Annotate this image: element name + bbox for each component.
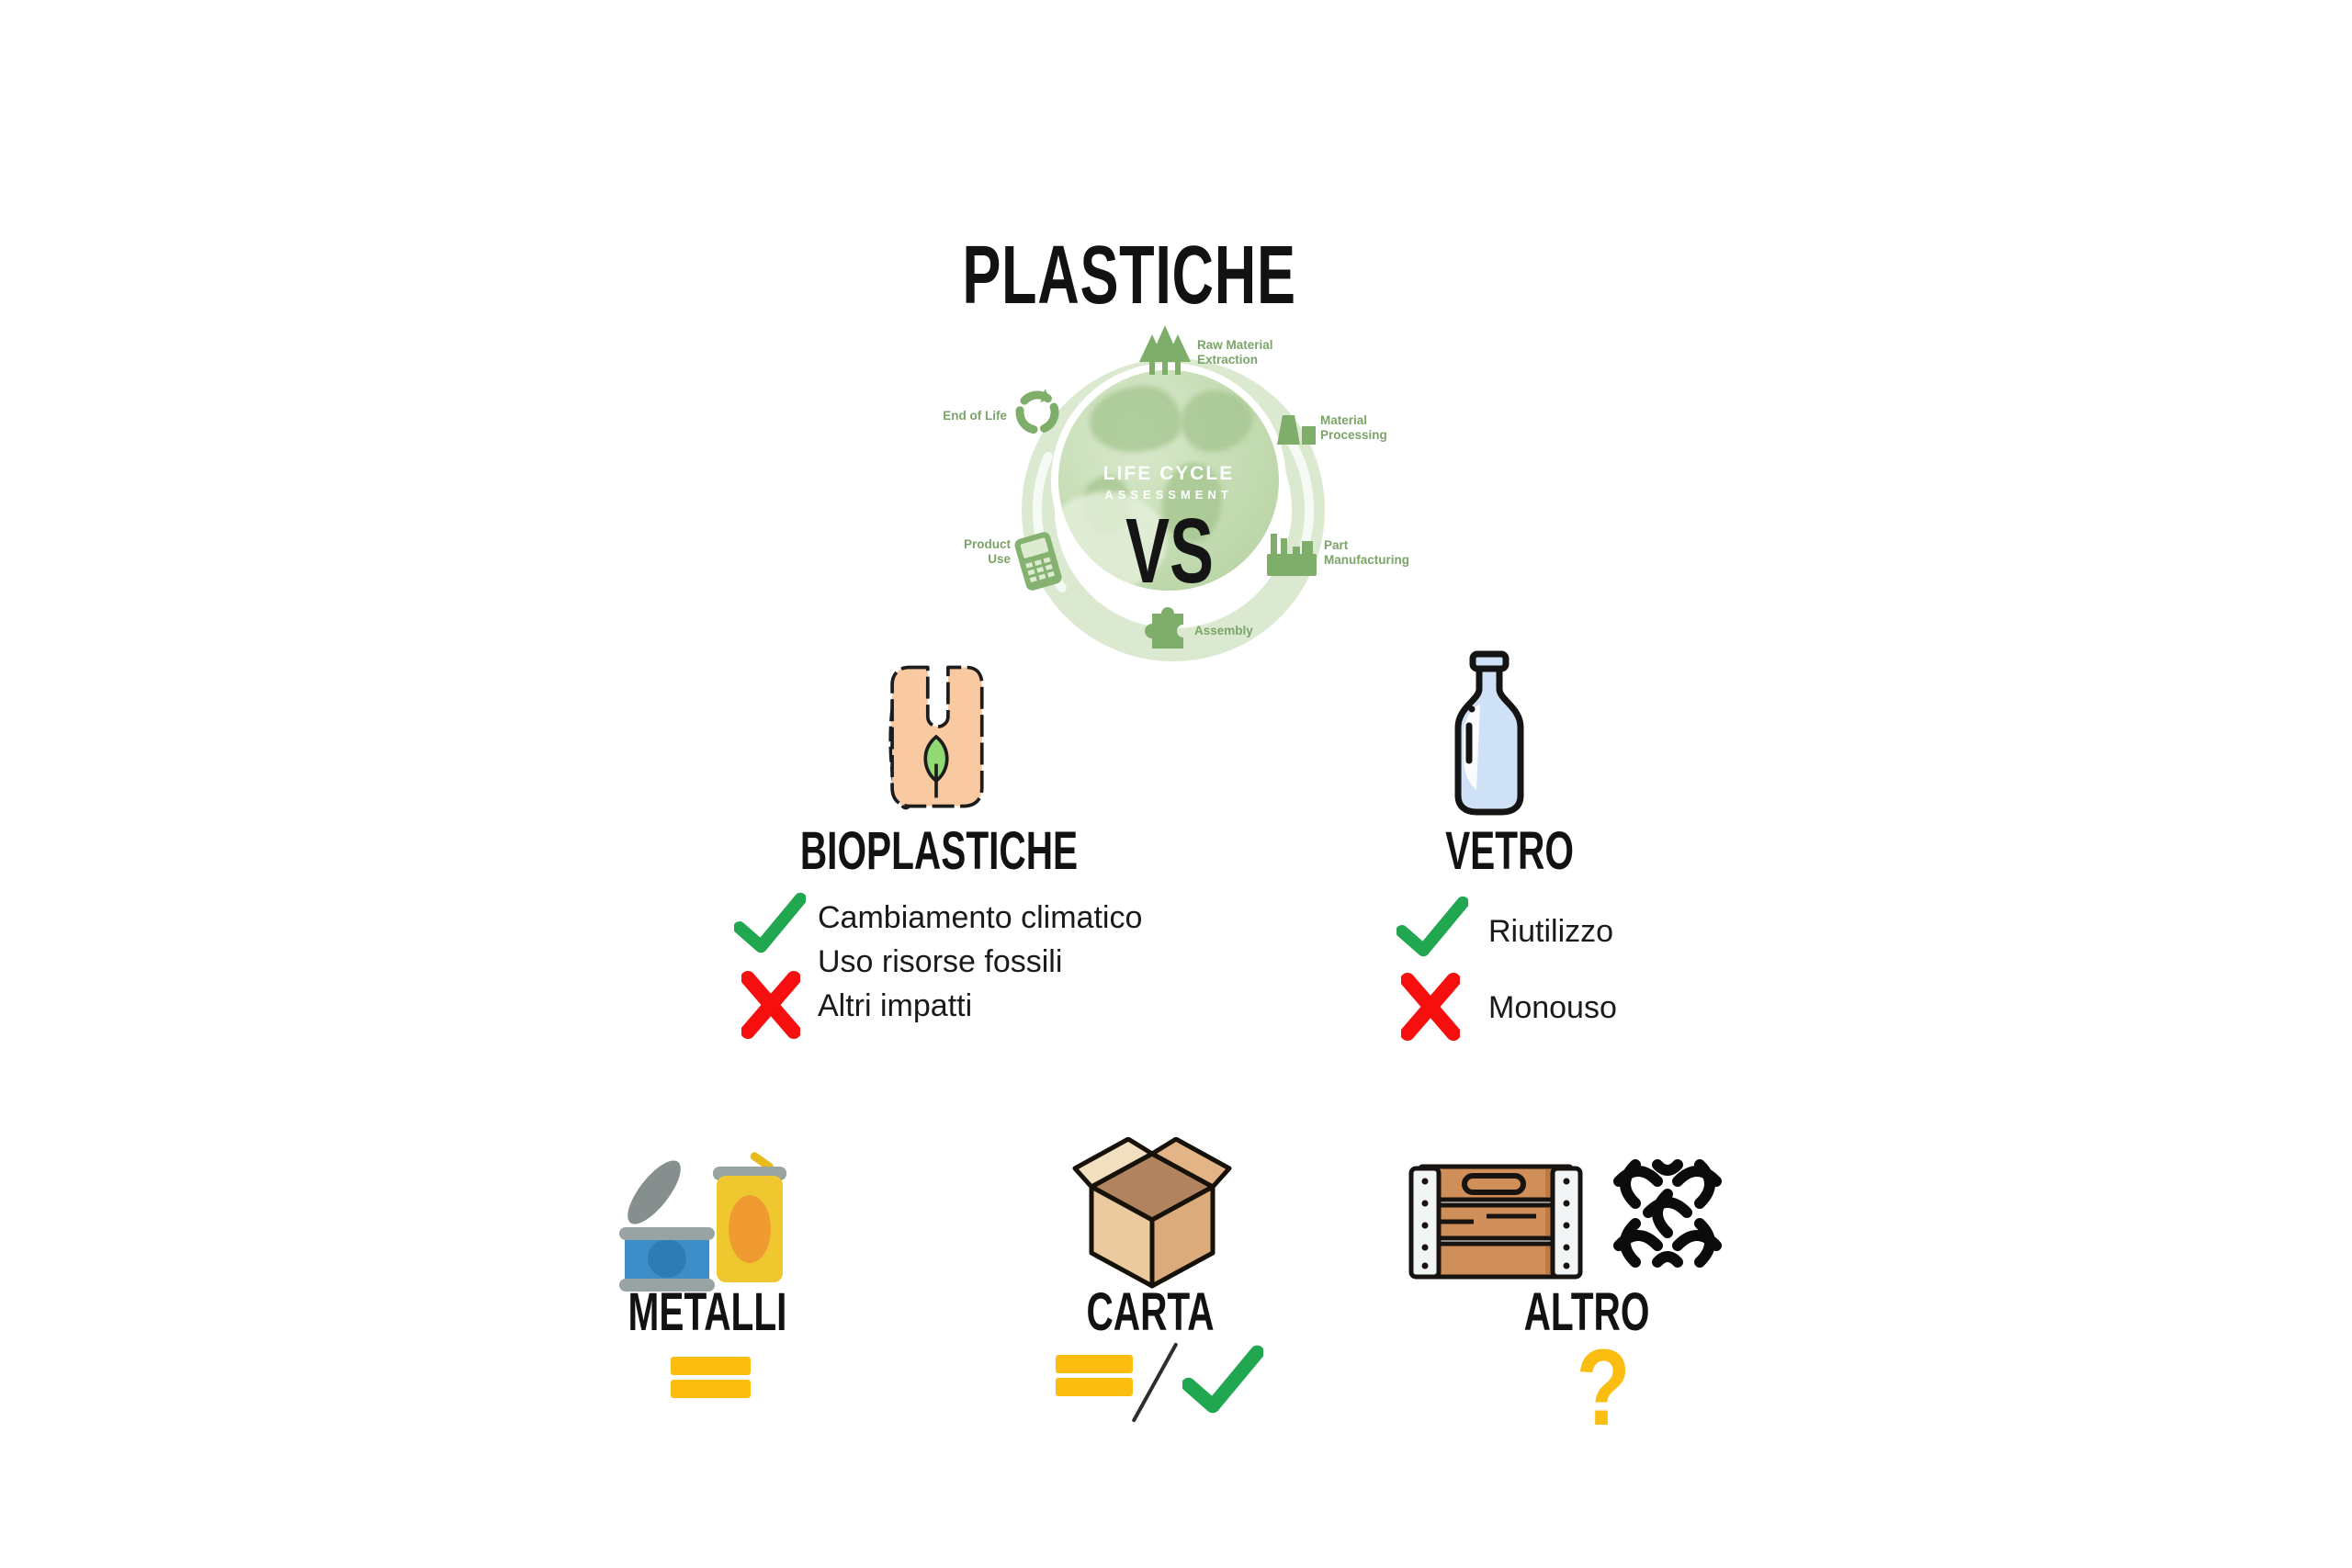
glass-bottle-icon <box>1454 650 1524 816</box>
lca-stage-label-material-processing: Material Processing <box>1320 413 1387 442</box>
mobile-phone-icon <box>1014 532 1062 591</box>
lca-center-subtitle: ASSESSMENT <box>1104 488 1233 502</box>
manufacturing-plant-icon <box>1267 534 1317 576</box>
lca-stage-label-raw-material: Raw Material Extraction <box>1197 338 1273 367</box>
factory-icon <box>1277 415 1316 445</box>
metal-cans-icon <box>619 1152 786 1292</box>
lca-stage-label-assembly: Assembly <box>1194 624 1253 637</box>
globe-continent <box>1182 389 1253 452</box>
lca-stage-label-part-manufacturing: Part Manufacturing <box>1324 538 1409 567</box>
bioplastic-bag-icon <box>888 665 984 810</box>
section-title-carta: CARTA <box>1086 1282 1215 1342</box>
section-title-vetro: VETRO <box>1445 821 1574 881</box>
globe-continent <box>1161 462 1222 543</box>
vetro-con: Monouso <box>1488 990 1617 1025</box>
check-icon <box>734 892 806 953</box>
check-icon <box>1396 896 1468 957</box>
page-title: PLASTICHE <box>962 230 1296 321</box>
vetro-pro: Riutilizzo <box>1488 914 1614 949</box>
section-title-bioplastiche: BIOPLASTICHE <box>799 821 1079 881</box>
textile-weave-icon <box>1613 1159 1722 1268</box>
trees-icon <box>1139 325 1191 375</box>
recycle-icon <box>1015 389 1059 434</box>
bioplastiche-con: Altri impatti <box>818 988 973 1023</box>
lca-stage-label-product-use: Product Use <box>963 537 1011 566</box>
versus-label: VS <box>1125 500 1215 603</box>
globe-shine <box>1058 491 1167 591</box>
bioplastiche-pro-line1: Cambiamento climatico <box>818 900 1143 935</box>
cross-icon <box>1401 973 1460 1041</box>
section-title-metalli: METALLI <box>628 1282 787 1342</box>
wooden-crate-icon <box>1408 1164 1583 1280</box>
bioplastiche-pro-line2: Uso risorse fossili <box>818 944 1063 979</box>
question-mark-icon: ? <box>1576 1327 1631 1449</box>
cross-icon <box>741 971 800 1039</box>
puzzle-icon <box>1145 607 1183 649</box>
check-icon <box>1182 1345 1263 1414</box>
lca-stage-label-end-of-life: End of Life <box>943 409 1007 423</box>
section-title-altro: ALTRO <box>1523 1282 1650 1342</box>
lca-center-title: LIFE CYCLE <box>1102 463 1235 484</box>
globe-continent <box>1089 385 1182 452</box>
cardboard-box-icon <box>1072 1137 1232 1289</box>
slash-icon <box>1131 1342 1179 1423</box>
lca-globe <box>1058 370 1279 591</box>
